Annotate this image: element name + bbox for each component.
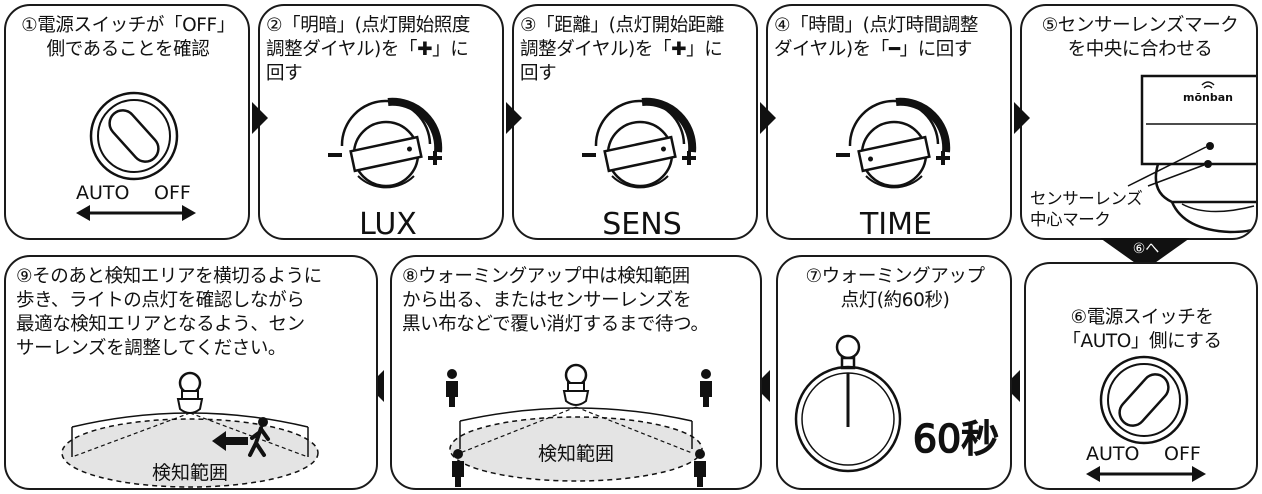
walking-person-icon xyxy=(248,417,270,457)
step-3-text: ③「距離」(点灯開始距離 調整ダイヤル)を「✚」に 回す xyxy=(520,15,725,84)
chevron-arrow-icon-1 xyxy=(252,102,268,134)
sensor-light-icon: mōnban xyxy=(1127,74,1256,234)
step-6-off-label: OFF xyxy=(1164,443,1201,465)
chevron-arrow-icon-2 xyxy=(506,102,522,134)
step-8-panel: ⑧ウォーミングアップ中は検知範囲 から出る、またはセンサーレンズを 黒い布などで… xyxy=(390,255,762,490)
step-4-text: ④「時間」(点灯時間調整 ダイヤル)を「━」に回す xyxy=(774,15,979,60)
step-7-panel: ⑦ウォーミングアップ 点灯(約60秒) 60秒 xyxy=(776,255,1012,490)
chevron-arrow-icon-7 xyxy=(1004,370,1020,402)
power-switch-dial-icon: AUTO OFF xyxy=(76,91,196,221)
step-7-text: ⑦ウォーミングアップ 点灯(約60秒) xyxy=(805,266,985,311)
step-1-auto-label: AUTO xyxy=(76,182,129,204)
step-2-panel: ②「明暗」(点灯開始照度 調整ダイヤル)を「✚」に 回す LUX xyxy=(258,4,504,240)
chevron-arrow-icon-3 xyxy=(760,102,776,134)
brand-logo: mōnban xyxy=(1183,91,1233,104)
time-adjust-dial-icon: TIME xyxy=(836,97,951,240)
lens-mark-label: センサーレンズ 中心マーク xyxy=(1030,189,1143,229)
lux-adjust-dial-icon: LUX xyxy=(328,97,443,240)
step-9-text: ⑨そのあと検知エリアを横切るように 歩き、ライトの点灯を確認しながら 最適な検知… xyxy=(16,266,322,359)
left-arrow-icon xyxy=(212,431,248,451)
lux-label: LUX xyxy=(359,207,417,240)
connector-label: ⑥へ xyxy=(1132,241,1160,257)
step-1-off-label: OFF xyxy=(154,182,191,204)
step-1-panel: ①電源スイッチが「OFF」 側であることを確認 AUTO OFF xyxy=(4,4,250,240)
step-6-text: ⑥電源スイッチを 「AUTO」側にする xyxy=(1062,307,1222,352)
step-6-auto-label: AUTO xyxy=(1086,443,1139,465)
step-8-text: ⑧ウォーミングアップ中は検知範囲 から出る、またはセンサーレンズを 黒い布などで… xyxy=(402,266,709,335)
power-switch-auto-dial-icon: AUTO OFF xyxy=(1086,355,1206,482)
stopwatch-icon: 60秒 xyxy=(794,334,1000,473)
step-5-panel: ⑤センサーレンズマーク を中央に合わせる mōnban センサーレンズ 中心マー… xyxy=(1020,4,1258,240)
chevron-arrow-icon-6 xyxy=(754,370,770,402)
step-6-panel: ⑥電源スイッチを 「AUTO」側にする AUTO OFF xyxy=(1024,262,1258,490)
step-3-panel: ③「距離」(点灯開始距離 調整ダイヤル)を「✚」に 回す SENS xyxy=(512,4,758,240)
sens-adjust-dial-icon: SENS xyxy=(582,97,697,240)
step-4-panel: ④「時間」(点灯時間調整 ダイヤル)を「━」に回す TIME xyxy=(766,4,1012,240)
sens-label: SENS xyxy=(602,207,681,240)
person-icon xyxy=(446,369,712,487)
down-arrow-icon xyxy=(1100,238,1190,270)
time-label: TIME xyxy=(859,207,932,240)
step-9-panel: ⑨そのあと検知エリアを横切るように 歩き、ライトの点灯を確認しながら 最適な検知… xyxy=(4,255,378,490)
step-5-text: ⑤センサーレンズマーク を中央に合わせる xyxy=(1041,15,1239,60)
warmup-detection-icon: 検知範囲 xyxy=(446,363,712,487)
chevron-arrow-icon-4 xyxy=(1014,102,1030,134)
step-8-zone-label: 検知範囲 xyxy=(538,443,614,465)
step-1-text: ①電源スイッチが「OFF」 側であることを確認 xyxy=(21,15,235,60)
timer-label: 60秒 xyxy=(913,417,999,461)
detection-area-walk-icon: 検知範囲 xyxy=(61,371,319,488)
step-9-zone-label: 検知範囲 xyxy=(152,462,228,484)
step-2-text: ②「明暗」(点灯開始照度 調整ダイヤル)を「✚」に 回す xyxy=(266,15,471,84)
